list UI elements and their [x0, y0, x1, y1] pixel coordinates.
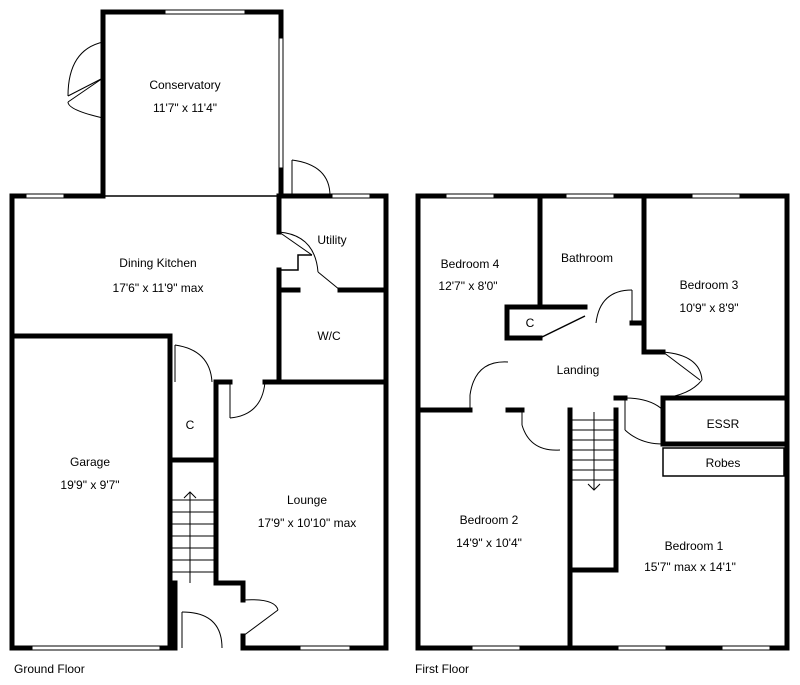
landing-name: Landing	[557, 363, 600, 377]
wc-name: W/C	[317, 329, 341, 343]
first-floor-stairs	[572, 412, 614, 491]
bedroom4-size: 12'7" x 8'0"	[438, 279, 497, 293]
ground-floor-plan: Conservatory 11'7" x 11'4" Dining Kitche…	[9, 9, 389, 676]
conservatory-window-right	[278, 37, 284, 169]
lounge-name: Lounge	[287, 493, 327, 507]
conservatory-french-doors	[67, 41, 104, 119]
bedroom2-size: 14'9" x 10'4"	[456, 536, 522, 550]
kitchen-window	[25, 193, 65, 199]
essr-name: ESSR	[707, 417, 740, 431]
bedroom1-name: Bedroom 1	[665, 539, 724, 553]
first-floor-plan: Bedroom 4 12'7" x 8'0" Bathroom Bedroom …	[415, 193, 790, 676]
dining-kitchen-name: Dining Kitchen	[119, 256, 196, 270]
garage-door-window	[31, 645, 161, 651]
ground-floor-doors	[174, 159, 341, 649]
conservatory-size: 11'7" x 11'4"	[153, 101, 217, 115]
utility-step	[279, 254, 312, 271]
ground-cupboard-name: C	[186, 418, 195, 432]
bedroom4-window	[445, 193, 495, 199]
first-floor-doors	[469, 289, 703, 451]
utility-name: Utility	[317, 233, 346, 247]
ground-floor-label: Ground Floor	[14, 662, 85, 676]
first-cupboard-name: C	[526, 316, 535, 330]
conservatory-name: Conservatory	[149, 78, 220, 92]
ground-floor-outer-walls	[9, 193, 389, 651]
garage-name: Garage	[70, 455, 110, 469]
bedroom1-window-right	[721, 645, 771, 651]
first-floor-label: First Floor	[415, 662, 469, 676]
bathroom-name: Bathroom	[561, 251, 613, 265]
bedroom1-window-left	[617, 645, 667, 651]
bedroom3-name: Bedroom 3	[680, 278, 739, 292]
utility-window	[331, 193, 371, 199]
conservatory-window-top	[164, 9, 246, 15]
bedroom1-size: 15'7" max x 14'1"	[644, 560, 736, 574]
bedroom3-size: 10'9" x 8'9"	[679, 301, 738, 315]
bedroom3-window	[691, 193, 741, 199]
robes-name: Robes	[706, 456, 741, 470]
first-floor-interior-walls	[415, 193, 790, 651]
bedroom2-name: Bedroom 2	[460, 513, 519, 527]
bathroom-window	[565, 193, 615, 199]
ground-floor-stairs	[172, 491, 214, 583]
bedroom4-name: Bedroom 4	[441, 257, 500, 271]
lounge-window	[299, 645, 351, 651]
dining-kitchen-size: 17'6" x 11'9" max	[113, 281, 204, 295]
ground-floor-interior-walls	[9, 193, 389, 651]
bedroom2-window	[471, 645, 521, 651]
lounge-size: 17'9" x 10'10" max	[258, 516, 357, 530]
garage-size: 19'9" x 9'7"	[60, 478, 119, 492]
